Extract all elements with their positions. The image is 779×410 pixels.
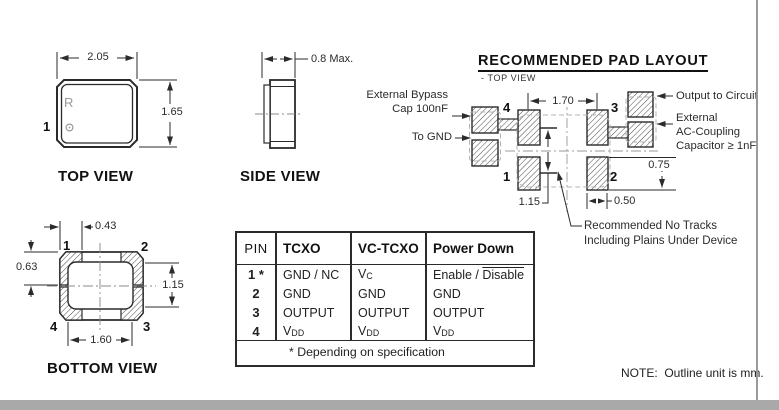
table-cell: GND [358, 286, 386, 301]
table-cell: GND / NC [283, 267, 340, 282]
pin1-dot-icon [65, 123, 74, 132]
table-row: 3 OUTPUT OUTPUT OUTPUT [237, 303, 533, 322]
pad-height-dim: 0.75 [643, 159, 675, 171]
bypass-cap-pad-bottom [471, 139, 499, 167]
table-cell: VDD [358, 324, 380, 339]
outline-unit-note: NOTE: Outline unit is mm. [621, 366, 764, 380]
inner-cavity [67, 261, 134, 310]
pad-layout-title: RECOMMENDED PAD LAYOUT [478, 53, 709, 72]
table-row: 1 * GND / NC VC Enable / Disable [237, 265, 533, 284]
side-view-title: SIDE VIEW [240, 168, 321, 185]
side-view-thickness-dim: 0.8 Max. [311, 53, 354, 65]
bottom-view-title: BOTTOM VIEW [47, 360, 158, 377]
ac-cap-pad-bottom [627, 121, 654, 148]
pin-function-table: PIN TCXO VC-TCXO Power Down 1 * GND / NC V… [235, 231, 535, 367]
table-cell: VC [358, 267, 373, 282]
table-row: 2 GND GND GND [237, 284, 533, 303]
pin-number-cell: 3 [252, 305, 260, 320]
top-view-height-dim: 1.65 [155, 106, 189, 118]
table-row: 4 VDD VDD VDD [237, 322, 533, 341]
bottom-view-drawing [24, 221, 179, 346]
pad-layout-pin1-label: 1 [503, 169, 511, 184]
ac-cap-body-dashed [625, 96, 657, 143]
top-view-pin1-label: 1 [43, 119, 51, 134]
table-cell: Enable / Disable [433, 267, 525, 282]
table-cell: VDD [433, 324, 455, 339]
pin-number-cell: 2 [252, 286, 260, 301]
table-header-row: PIN TCXO VC-TCXO Power Down [237, 233, 533, 265]
top-view-width-dim: 2.05 [79, 51, 117, 63]
to-gnd-label: To GND [411, 131, 452, 143]
column-separator [350, 233, 352, 341]
package-marking: R [64, 95, 74, 110]
top-view-title: TOP VIEW [58, 168, 134, 185]
pad-layout-pin3-label: 3 [611, 100, 619, 115]
column-separator [425, 233, 427, 341]
package-lid [60, 83, 134, 144]
pad-2 [586, 156, 609, 191]
header-powerdown: Power Down [433, 241, 515, 256]
pad-width-dim: 0.50 [614, 195, 636, 207]
column-separator [275, 233, 277, 341]
pin1-dot-center [68, 126, 71, 129]
header-tcxo: TCXO [283, 241, 321, 256]
pad-layout-pin2-label: 2 [610, 169, 618, 184]
table-cell: OUTPUT [283, 305, 335, 320]
no-tracks-label: Recommended No Tracks Including Plains U… [584, 220, 738, 247]
bottom-view-pin4-label: 4 [50, 319, 58, 334]
pitch-y-dim: 1.15 [518, 196, 540, 208]
bottom-view-pin3-label: 3 [143, 319, 151, 334]
pin-number-cell: 1 * [248, 267, 264, 282]
top-view-drawing [56, 52, 177, 148]
page-right-border [756, 0, 758, 401]
pin-table-body: 1 * GND / NC VC Enable / Disable 2 GND GND GND 3… [237, 265, 533, 341]
bv-pad-width-dim: 0.43 [95, 220, 117, 232]
bottom-view-pin2-label: 2 [141, 239, 149, 254]
table-cell: GND [433, 286, 461, 301]
pad-layout-pin4-label: 4 [503, 100, 511, 115]
bypass-cap-label: External Bypass Cap 100nF [366, 89, 448, 115]
table-cell: GND [283, 286, 311, 301]
pad-3 [586, 109, 609, 146]
pitch-x-dim: 1.70 [548, 95, 578, 107]
table-cell: OUTPUT [433, 305, 485, 320]
bottom-view-pin1-label: 1 [63, 238, 71, 253]
pin-number-cell: 4 [252, 324, 260, 339]
ac-cap-label: External AC-Coupling Capacitor ≥ 1nF [676, 112, 757, 152]
table-cell: OUTPUT [358, 305, 410, 320]
side-view-drawing [255, 52, 308, 149]
bottom-scroll-area[interactable] [0, 400, 779, 410]
bv-inner-height-dim: 1.15 [158, 279, 188, 291]
ac-cap-pad-top [627, 91, 654, 118]
table-footnote: * Depending on specification [237, 340, 533, 365]
bv-pad-height-dim: 0.63 [16, 261, 38, 273]
trace-pad3-ac [607, 126, 629, 139]
header-pin: PIN [244, 241, 268, 256]
pad-layout-subtitle: - TOP VIEW [481, 73, 537, 83]
output-label: Output to Circuit [676, 90, 758, 102]
pad-layout-drawing [452, 91, 676, 227]
table-cell: VDD [283, 324, 305, 339]
no-tracks-leader [557, 171, 582, 227]
bypass-cap-pad-top [471, 106, 499, 134]
header-vctcxo: VC-TCXO [358, 241, 419, 256]
bv-inner-width-dim: 1.60 [86, 334, 116, 346]
trace-pad4-bypass [497, 118, 519, 131]
